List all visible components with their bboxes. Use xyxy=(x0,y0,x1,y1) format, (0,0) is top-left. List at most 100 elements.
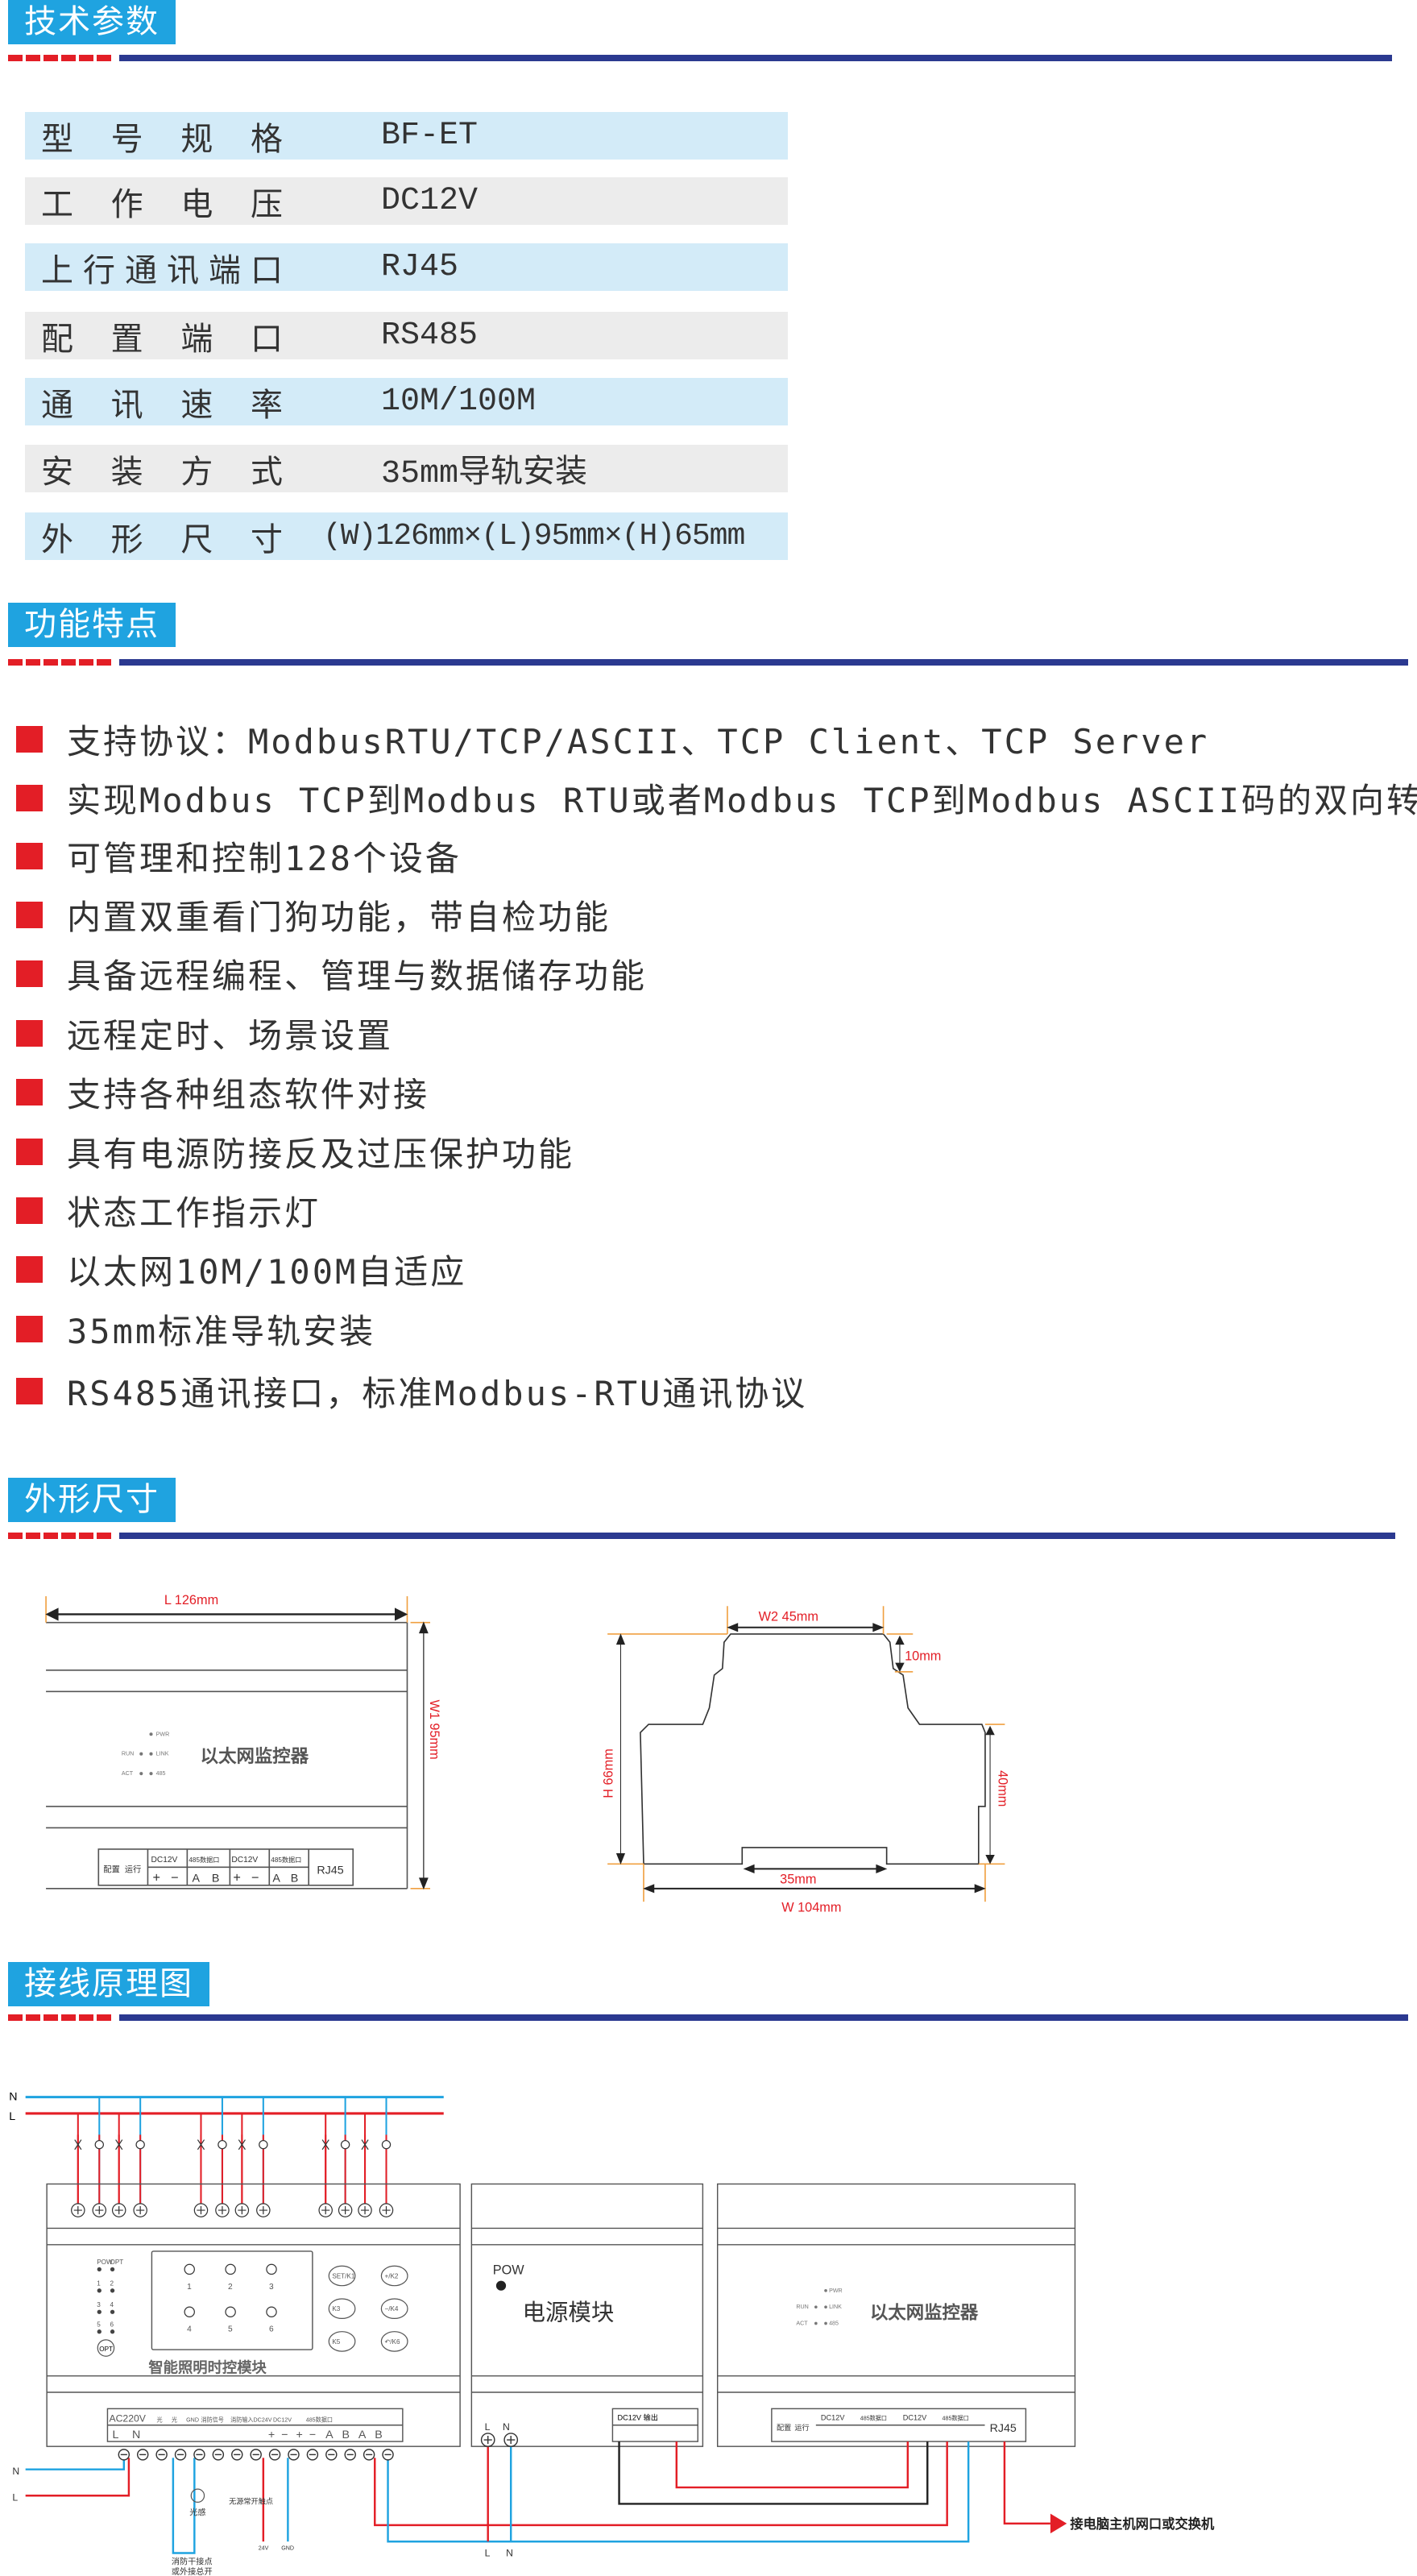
fire-note-2: 或外接总开 xyxy=(172,2566,213,2576)
lamp-icon xyxy=(225,2263,236,2275)
section-tab-wiring: 接线原理图 xyxy=(8,1962,209,2006)
spec-label: 通讯速率 xyxy=(41,379,283,425)
spec-value: RS485 xyxy=(381,317,479,354)
module1-title: 智能照明时控模块 xyxy=(148,2359,267,2376)
feature-item: 状态工作指示灯 xyxy=(16,1193,321,1233)
spec-label-char: 型 xyxy=(41,120,73,158)
terminal-label: B xyxy=(291,1873,299,1885)
terminal-label: B xyxy=(375,2429,383,2441)
terminal-label: DC12V xyxy=(273,2417,292,2424)
led-label: 2 xyxy=(110,2280,114,2288)
spec-value: RJ45 xyxy=(381,249,459,285)
feature-text: 实现Modbus TCP到Modbus RTU或者Modbus TCP到Modb… xyxy=(67,780,1417,820)
v24-note: 24V xyxy=(259,2545,269,2551)
spec-label-char: 速 xyxy=(180,386,213,424)
d10-label: 10mm xyxy=(905,1649,941,1664)
feature-text: 远程定时、场景设置 xyxy=(67,1015,394,1056)
spec-label-char: 作 xyxy=(110,185,143,223)
key-button xyxy=(380,2265,408,2287)
terminal-label: L xyxy=(113,2429,119,2441)
spec-value: 35mm导轨安装 xyxy=(381,456,588,492)
arrow-icon xyxy=(1050,2513,1067,2534)
key-button xyxy=(380,2331,408,2352)
feature-text: 具备远程编程、管理与数据储存功能 xyxy=(67,956,648,996)
spec-row: 外形尺寸(W)126mm×(L)95mm×(H)65mm xyxy=(25,512,788,560)
status-led-icon xyxy=(97,2288,102,2293)
spec-label-char: 形 xyxy=(110,521,143,558)
terminal-label: B xyxy=(342,2429,350,2441)
terminal-label: 485数据口 xyxy=(860,2415,887,2422)
module3-title: 以太网监控器 xyxy=(870,2301,979,2322)
spec-label-char: 上 xyxy=(41,251,73,289)
spec-value: 10M/100M xyxy=(381,384,537,420)
feature-text: 以太网10M/100M自适应 xyxy=(67,1251,467,1292)
key-label: +/K2 xyxy=(384,2273,398,2280)
lamp-number: 1 xyxy=(187,2283,192,2292)
lamp-icon xyxy=(184,2306,195,2317)
feature-item: 以太网10M/100M自适应 xyxy=(16,1252,466,1292)
terminal-label: DC12V xyxy=(151,1856,178,1865)
switch-icon xyxy=(321,2139,329,2151)
rj45-note: 接电脑主机网口或交换机 xyxy=(1070,2516,1215,2532)
section-tab-specs: 技术参数 xyxy=(8,0,176,44)
status-led-icon xyxy=(97,2329,102,2334)
bullet-square-icon xyxy=(16,1019,43,1047)
screw-cross-icon xyxy=(238,2205,247,2215)
terminal-label: 光 xyxy=(172,2416,177,2424)
feature-item: 可管理和控制128个设备 xyxy=(16,839,462,878)
key-label: SET/K1 xyxy=(332,2273,355,2280)
spec-label: 上行通讯端口 xyxy=(41,244,283,291)
pow-led xyxy=(495,2280,507,2291)
spec-label-char: 通 xyxy=(125,251,157,289)
key-button xyxy=(380,2298,408,2320)
spec-label-char: 压 xyxy=(250,185,283,223)
lamp-icon xyxy=(225,2306,236,2317)
terminal-label: DC12V xyxy=(903,2414,927,2422)
feature-item: 内置双重看门狗功能，带自检功能 xyxy=(16,898,611,937)
spec-label-char: 置 xyxy=(110,320,143,358)
section-divider xyxy=(8,1533,1395,1539)
spec-label-char: 号 xyxy=(110,120,143,158)
screw-cross-icon xyxy=(136,2205,145,2215)
terminal-label: + xyxy=(233,1871,241,1885)
lamp-number: 6 xyxy=(269,2325,274,2334)
led-link: LINK xyxy=(156,1751,169,1757)
spec-label-char: 方 xyxy=(180,453,213,491)
spec-label-char: 规 xyxy=(180,120,213,158)
terminal-label: 消防输入DC24V xyxy=(230,2416,272,2424)
terminal-label: − xyxy=(281,2429,288,2441)
spec-label: 外形尺寸 xyxy=(41,513,283,560)
section-tab-dimensions: 外形尺寸 xyxy=(8,1478,176,1522)
bullet-square-icon xyxy=(16,1138,43,1165)
terminal-label: 485数据口 xyxy=(271,1856,301,1864)
terminal-label: A xyxy=(358,2429,367,2441)
lamp-icon xyxy=(135,2139,145,2150)
lamp-icon xyxy=(266,2306,277,2317)
terminal-label: RJ45 xyxy=(990,2422,1017,2435)
led-pwr: PWR xyxy=(156,1731,170,1737)
section-divider xyxy=(8,2014,1408,2021)
lamp-icon xyxy=(94,2139,104,2150)
screw-cross-icon xyxy=(114,2205,123,2215)
led-label: 6 xyxy=(110,2321,114,2329)
spec-label-char: 口 xyxy=(251,251,283,289)
spec-value: DC12V xyxy=(381,183,479,219)
terminal-label: AC220V xyxy=(109,2413,146,2425)
switch-icon xyxy=(115,2139,123,2151)
spec-label-char: 口 xyxy=(250,320,283,358)
status-led-icon xyxy=(110,2288,115,2293)
key-label: −/K4 xyxy=(384,2305,398,2313)
led-act: ACT xyxy=(122,1770,134,1777)
feature-text: 具有电源防接反及过压保护功能 xyxy=(67,1134,575,1174)
terminal-label: 485数据口 xyxy=(306,2416,333,2424)
section-divider xyxy=(8,659,1408,666)
terminal-label: − xyxy=(309,2429,316,2441)
spec-label-char: 格 xyxy=(250,120,283,158)
gnd-note: GND xyxy=(281,2545,294,2551)
terminal-label: 运行 xyxy=(794,2423,809,2432)
key-label: K5 xyxy=(332,2338,340,2346)
spec-label-char: 端 xyxy=(209,251,241,289)
screw-cross-icon xyxy=(259,2205,267,2215)
spec-label-char: 率 xyxy=(250,386,283,424)
